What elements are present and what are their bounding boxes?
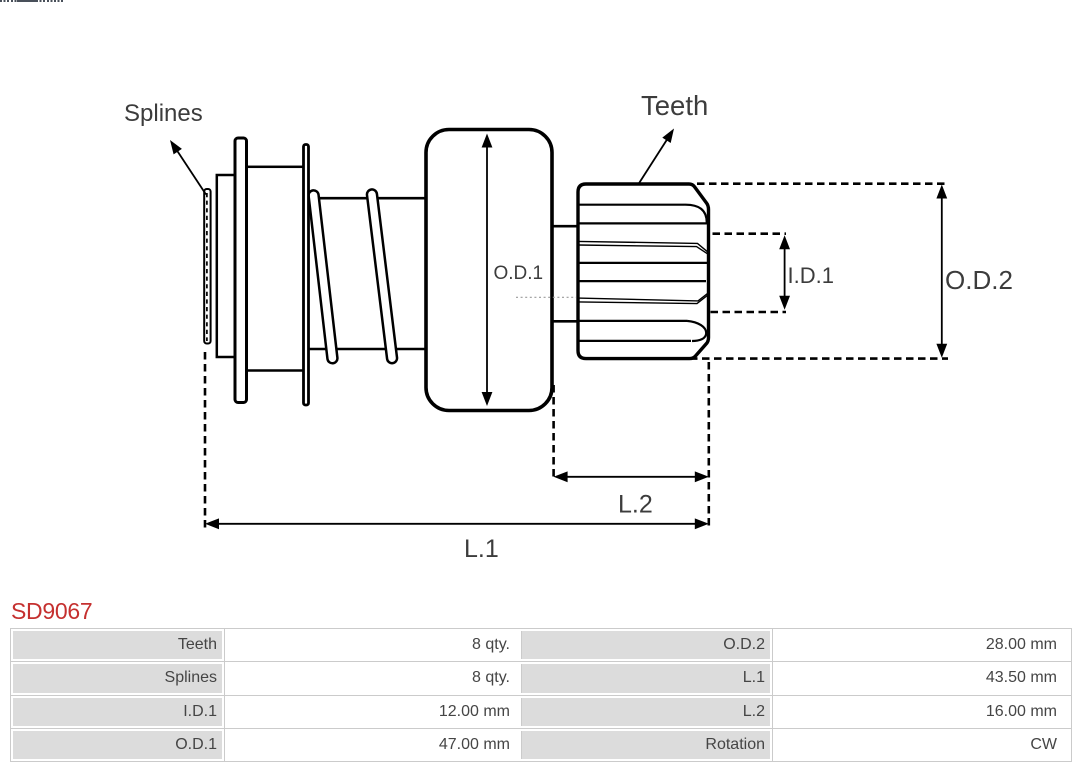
svg-text:L.1: L.1: [464, 535, 499, 563]
svg-text:O.D.2: O.D.2: [945, 265, 1013, 295]
svg-text:L.2: L.2: [618, 491, 653, 519]
svg-text:I.D.1: I.D.1: [788, 263, 834, 288]
svg-text:O.D.1: O.D.1: [494, 263, 544, 284]
svg-text:Splines: Splines: [124, 100, 203, 127]
svg-text:Teeth: Teeth: [641, 90, 708, 121]
